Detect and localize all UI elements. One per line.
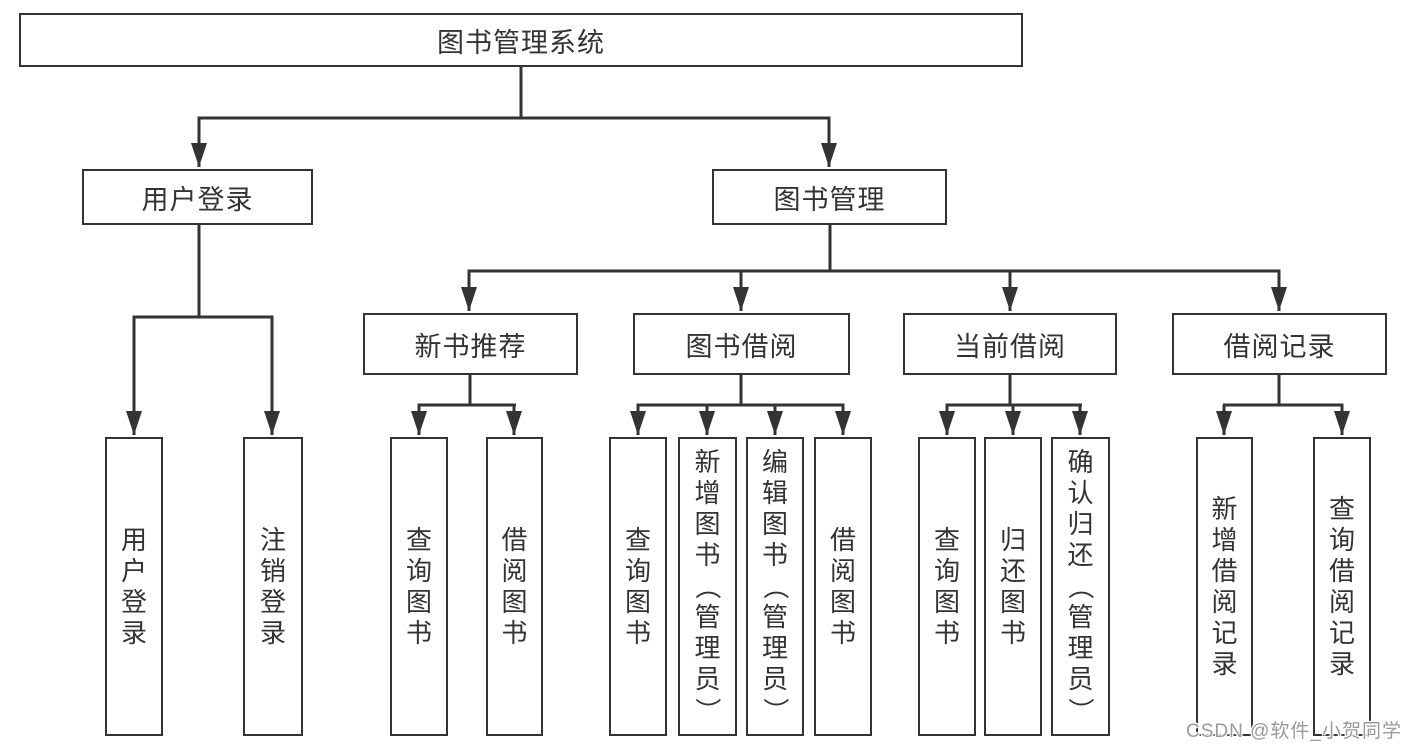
node-new-book-recommend: 新书推荐	[363, 313, 578, 375]
leaf-add-borrow-record-label: 新增借阅记录	[1211, 493, 1238, 679]
node-book-management: 图书管理	[712, 169, 947, 225]
leaf-query-book-borrow-label: 查询图书	[624, 524, 651, 648]
leaf-borrow-book: 借阅图书	[814, 437, 872, 736]
node-current-borrow: 当前借阅	[903, 313, 1117, 375]
leaf-borrow-book-recommend: 借阅图书	[486, 437, 543, 736]
leaf-borrow-book-recommend-label: 借阅图书	[501, 524, 528, 648]
connector-borrow-record-branch	[1216, 375, 1350, 435]
leaf-user-login-label: 用户登录	[120, 524, 147, 648]
leaf-logout: 注销登录	[243, 437, 303, 736]
connector-root-to-level2	[191, 67, 837, 167]
leaf-add-borrow-record: 新增借阅记录	[1196, 437, 1253, 736]
node-book-management-label: 图书管理	[773, 184, 886, 215]
node-root: 图书管理系统	[19, 13, 1023, 67]
leaf-borrow-book-label: 借阅图书	[829, 524, 856, 648]
connector-current-borrow-branch	[939, 375, 1088, 435]
leaf-query-book-recommend-label: 查询图书	[405, 524, 432, 648]
leaf-confirm-return-admin-label: 确认归还（管理员）	[1065, 447, 1096, 724]
leaf-query-book-borrow: 查询图书	[609, 437, 667, 736]
leaf-add-book-admin: 新增图书（管理员）	[678, 437, 737, 736]
connector-book-borrow-branch	[630, 375, 851, 435]
node-root-label: 图书管理系统	[437, 27, 605, 58]
leaf-edit-book-admin: 编辑图书（管理员）	[746, 437, 804, 736]
node-user-login: 用户登录	[82, 169, 313, 225]
node-book-borrow-label: 图书借阅	[685, 331, 798, 362]
node-user-login-label: 用户登录	[141, 184, 254, 215]
leaf-query-borrow-record: 查询借阅记录	[1313, 437, 1371, 736]
leaf-user-login: 用户登录	[105, 437, 163, 736]
leaf-edit-book-admin-label: 编辑图书（管理员）	[760, 447, 791, 724]
leaf-logout-label: 注销登录	[259, 524, 286, 648]
node-new-book-recommend-label: 新书推荐	[414, 331, 527, 362]
leaf-query-book-recommend: 查询图书	[390, 437, 448, 736]
node-current-borrow-label: 当前借阅	[954, 331, 1066, 362]
node-borrow-record-label: 借阅记录	[1223, 331, 1336, 362]
leaf-add-book-admin-label: 新增图书（管理员）	[692, 447, 723, 724]
node-borrow-record: 借阅记录	[1172, 313, 1387, 375]
leaf-return-book-label: 归还图书	[999, 524, 1026, 648]
connector-book-management-branch	[461, 225, 1287, 311]
connector-new-book-branch	[411, 375, 522, 435]
csdn-watermark: CSDN @软件_小贺同学	[1186, 721, 1402, 742]
leaf-query-borrow-record-label: 查询借阅记录	[1328, 493, 1355, 679]
connector-user-login-branch	[126, 225, 280, 435]
leaf-return-book: 归还图书	[984, 437, 1042, 736]
leaf-query-book-current: 查询图书	[918, 437, 976, 736]
leaf-confirm-return-admin: 确认归还（管理员）	[1051, 437, 1110, 736]
leaf-query-book-current-label: 查询图书	[933, 524, 960, 648]
node-book-borrow: 图书借阅	[633, 313, 850, 375]
